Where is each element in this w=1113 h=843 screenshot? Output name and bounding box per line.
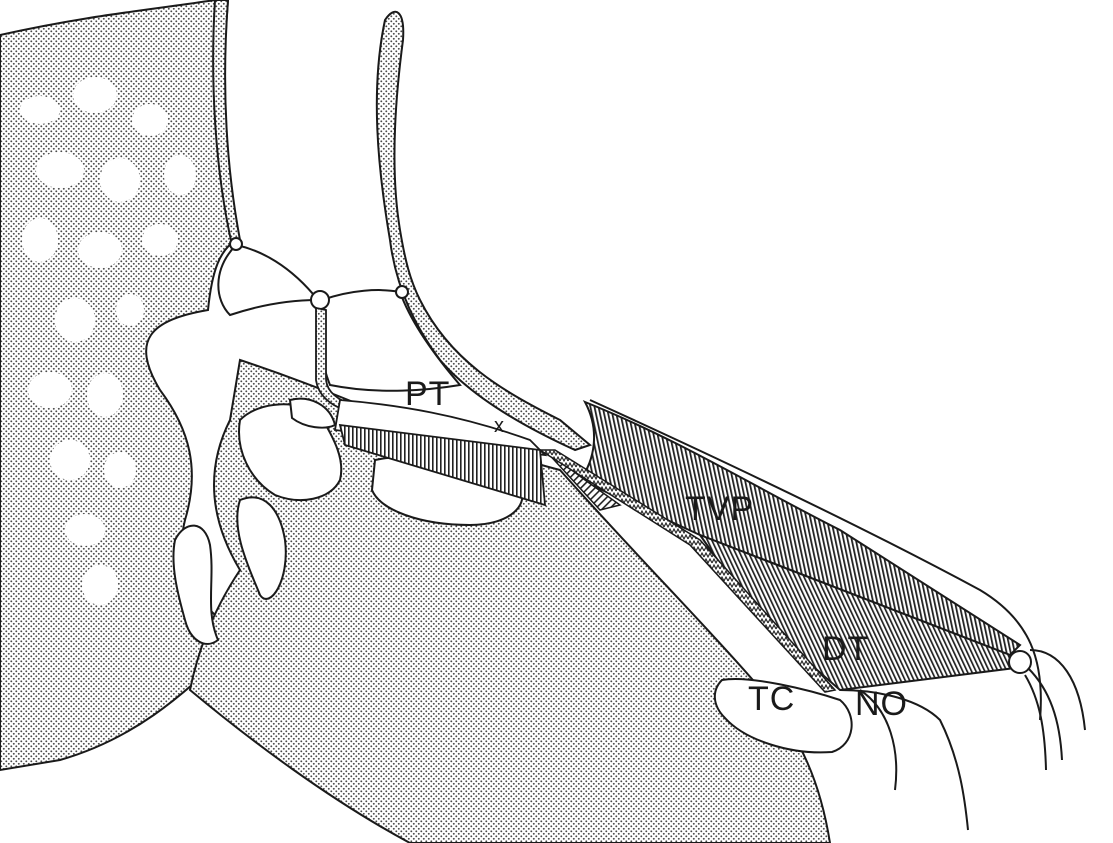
- label-dt: DT: [822, 630, 869, 668]
- label-no: NO: [855, 685, 908, 723]
- label-tvp: TVP: [685, 490, 754, 528]
- label-tc: TC: [748, 680, 795, 718]
- pulley-point: [1009, 651, 1031, 673]
- label-x: x: [494, 415, 504, 437]
- label-pt: PT: [405, 375, 450, 413]
